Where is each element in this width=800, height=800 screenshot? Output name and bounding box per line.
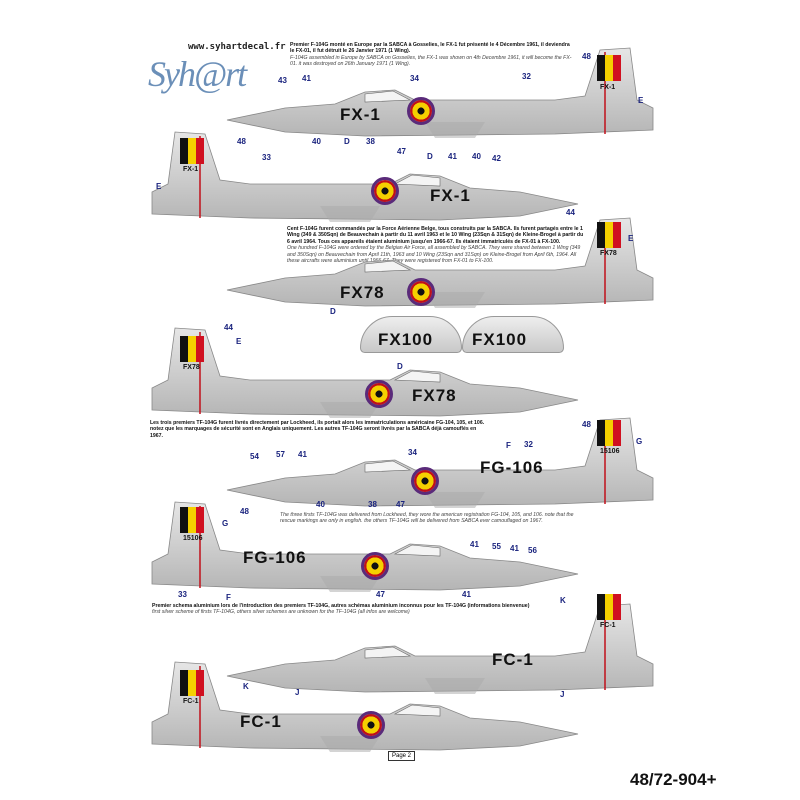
callout-label: 47 xyxy=(396,500,405,509)
registration: FC-1 xyxy=(240,712,282,731)
registration: FG-106 xyxy=(243,548,307,567)
roundel xyxy=(411,467,439,495)
callout-label: D xyxy=(397,362,403,371)
tail-flag xyxy=(180,670,204,696)
callout-label: 41 xyxy=(510,544,519,553)
callout-label: D xyxy=(344,137,350,146)
callout-label: 48 xyxy=(582,420,591,429)
callout-label: 41 xyxy=(470,540,479,549)
callout-label: 41 xyxy=(302,74,311,83)
callout-label: 55 xyxy=(492,542,501,551)
tail-registration: FX78 xyxy=(183,364,200,371)
registration: FC-1 xyxy=(492,650,534,669)
tail-registration: FX-1 xyxy=(600,84,616,91)
callout-label: 32 xyxy=(524,440,533,449)
note-fc1: Premier schema aluminium lors de l'intro… xyxy=(152,603,530,616)
callout-label: K xyxy=(560,596,566,605)
callout-label: D xyxy=(427,152,433,161)
note-fx1: Premier F-104G monté en Europe par la SA… xyxy=(290,42,572,68)
tail-registration: FX78 xyxy=(600,250,617,257)
tail-registration: FC-1 xyxy=(600,622,616,629)
tail-registration: FX-1 xyxy=(183,166,199,173)
note-tf104-en: The three firsts TF-104G was delivered f… xyxy=(280,512,574,525)
callout-label: 33 xyxy=(262,153,271,162)
tail-flag xyxy=(597,594,621,620)
callout-label: F xyxy=(506,441,511,450)
roundel xyxy=(365,380,393,408)
callout-label: J xyxy=(560,690,565,699)
registration: FX-1 xyxy=(430,186,471,205)
callout-label: J xyxy=(295,688,300,697)
callout-label: E xyxy=(628,234,634,243)
tail-flag xyxy=(180,507,204,533)
callout-label: 48 xyxy=(240,507,249,516)
callout-label: E xyxy=(236,337,242,346)
callout-label: 54 xyxy=(250,452,259,461)
registration: FX100 xyxy=(378,330,434,349)
callout-label: 33 xyxy=(178,590,187,599)
registration: FX78 xyxy=(412,386,457,405)
callout-label: 41 xyxy=(462,590,471,599)
tail-registration: 15106 xyxy=(183,535,203,542)
page-number: Page 2 xyxy=(388,751,416,761)
tail-registration: 15106 xyxy=(600,448,620,455)
callout-label: 41 xyxy=(298,450,307,459)
roundel xyxy=(407,278,435,306)
callout-label: 48 xyxy=(237,137,246,146)
callout-label: E xyxy=(638,96,644,105)
callout-label: 40 xyxy=(472,152,481,161)
callout-label: G xyxy=(222,519,229,528)
aircraft-fx78-left-side xyxy=(225,212,655,322)
callout-label: 56 xyxy=(528,546,537,555)
tail-flag xyxy=(597,420,621,446)
callout-label: 44 xyxy=(224,323,233,332)
website-url[interactable]: www.syhartdecal.fr xyxy=(188,42,286,52)
product-code: 48/72-904+ xyxy=(630,770,717,789)
callout-label: 34 xyxy=(408,448,417,457)
callout-label: F xyxy=(226,593,231,602)
registration: FX100 xyxy=(472,330,528,349)
tail-flag xyxy=(180,138,204,164)
callout-label: E xyxy=(156,182,162,191)
roundel xyxy=(357,711,385,739)
callout-label: 57 xyxy=(276,450,285,459)
callout-label: 32 xyxy=(522,72,531,81)
callout-label: 42 xyxy=(492,154,501,163)
tail-flag xyxy=(597,222,621,248)
callout-label: 38 xyxy=(368,500,377,509)
registration: FX78 xyxy=(340,283,385,302)
callout-label: 34 xyxy=(410,74,419,83)
callout-label: G xyxy=(636,437,643,446)
callout-label: 44 xyxy=(566,208,575,217)
callout-label: 40 xyxy=(316,500,325,509)
callout-label: 41 xyxy=(448,152,457,161)
tail-flag xyxy=(180,336,204,362)
callout-label: 48 xyxy=(582,52,591,61)
callout-label: 38 xyxy=(366,137,375,146)
callout-label: 40 xyxy=(312,137,321,146)
callout-label: 47 xyxy=(376,590,385,599)
tail-registration: FC-1 xyxy=(183,698,199,705)
syhart-logo: Syh@rt xyxy=(148,54,247,94)
note-tf104-fr: Les trois premiers TF-104G furent livrés… xyxy=(150,420,485,439)
registration: FX-1 xyxy=(340,105,381,124)
callout-label: 47 xyxy=(397,147,406,156)
roundel xyxy=(407,97,435,125)
callout-label: K xyxy=(243,682,249,691)
tail-flag xyxy=(597,55,621,81)
callout-label: D xyxy=(330,307,336,316)
registration: FG-106 xyxy=(480,458,544,477)
callout-label: 43 xyxy=(278,76,287,85)
roundel xyxy=(361,552,389,580)
roundel xyxy=(371,177,399,205)
